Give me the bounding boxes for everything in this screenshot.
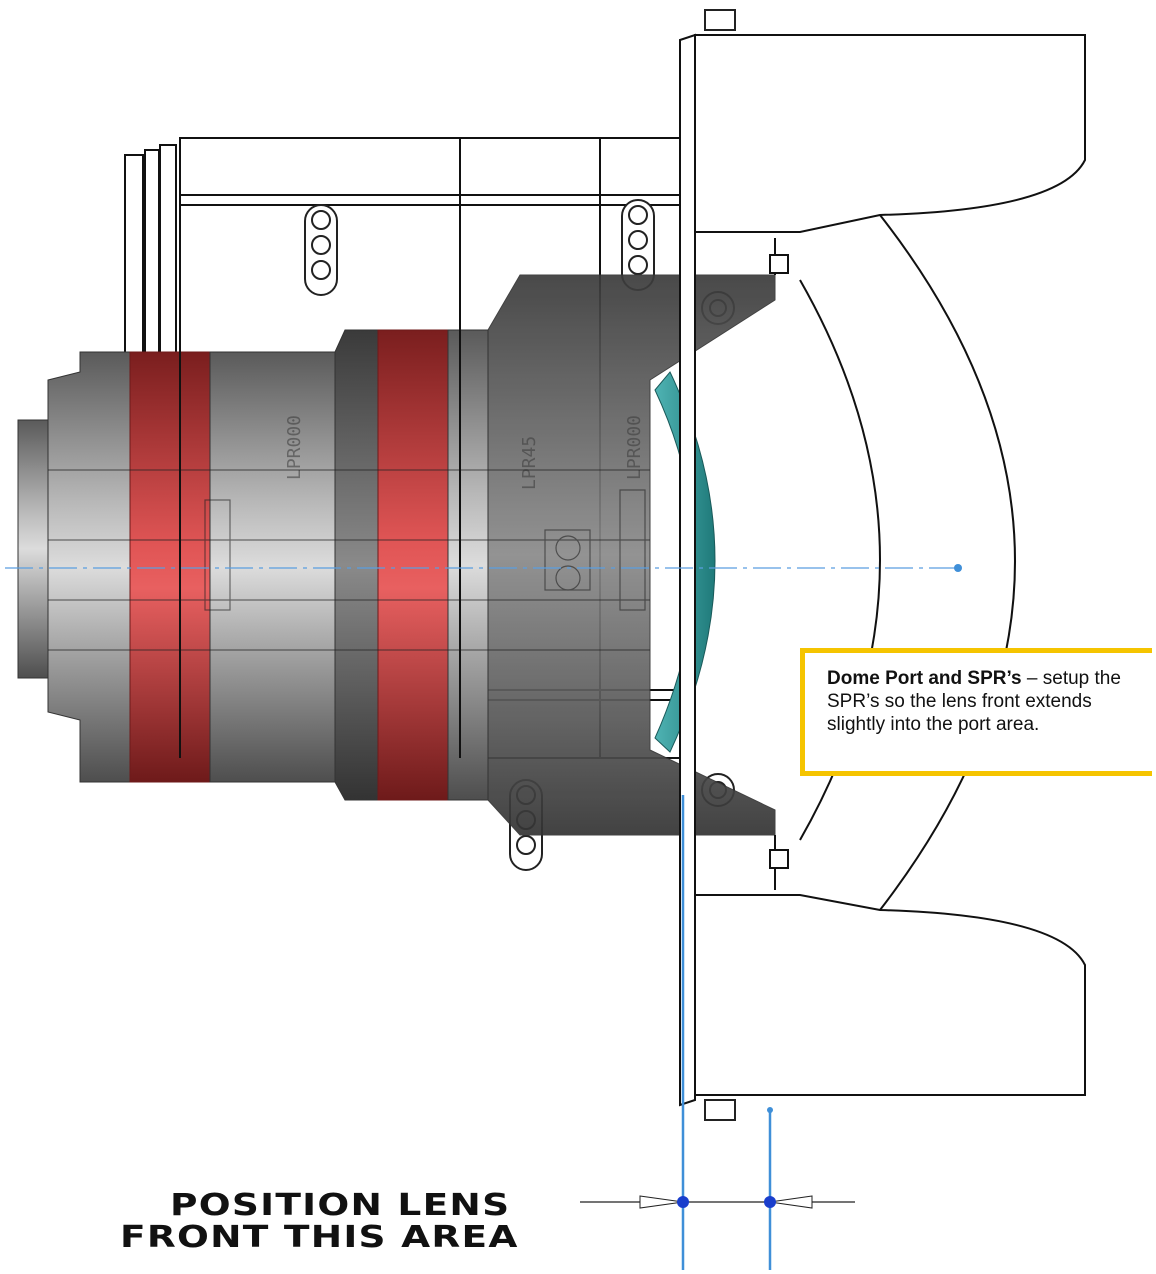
engraving-ring2: LPR45 <box>519 436 540 490</box>
lens-detail-lines <box>48 469 650 651</box>
callout-title: Dome Port and SPR’s <box>827 668 1022 689</box>
lens-front-barrel-a <box>447 329 489 801</box>
rear-focus-ring <box>129 351 211 783</box>
position-dimension <box>580 795 855 1270</box>
callout-dash: – <box>1021 668 1038 689</box>
dome-port <box>679 33 1086 1107</box>
dome-outer <box>879 214 1016 911</box>
lens-body: LPR000 LPR45 LPR000 <box>17 274 776 836</box>
axis-end-dot <box>954 564 962 572</box>
lens-rear-mount <box>17 419 49 679</box>
engraving-ring3: LPR000 <box>624 415 645 480</box>
shade-top <box>694 34 1086 233</box>
lens-front-taper <box>487 274 776 836</box>
housing-front-lines <box>179 138 461 758</box>
dome-port-callout: Dome Port and SPR’s – setup the SPR’s so… <box>800 648 1152 776</box>
shade-bottom <box>694 894 1086 1096</box>
lens-rear-barrel <box>47 351 131 783</box>
callout-body: setup the SPR’s so the lens front extend… <box>827 668 1121 735</box>
position-label-line2: FRONT THIS AREA <box>120 1220 519 1255</box>
engraving-ring1: LPR000 <box>284 415 305 480</box>
lens-step <box>334 329 379 801</box>
position-label-line1: POSITION LENS <box>170 1188 511 1223</box>
front-focus-ring <box>377 329 449 801</box>
lens-mid-barrel <box>209 351 346 783</box>
position-lens-label: POSITION LENS FRONT THIS AREA <box>120 1190 708 1254</box>
